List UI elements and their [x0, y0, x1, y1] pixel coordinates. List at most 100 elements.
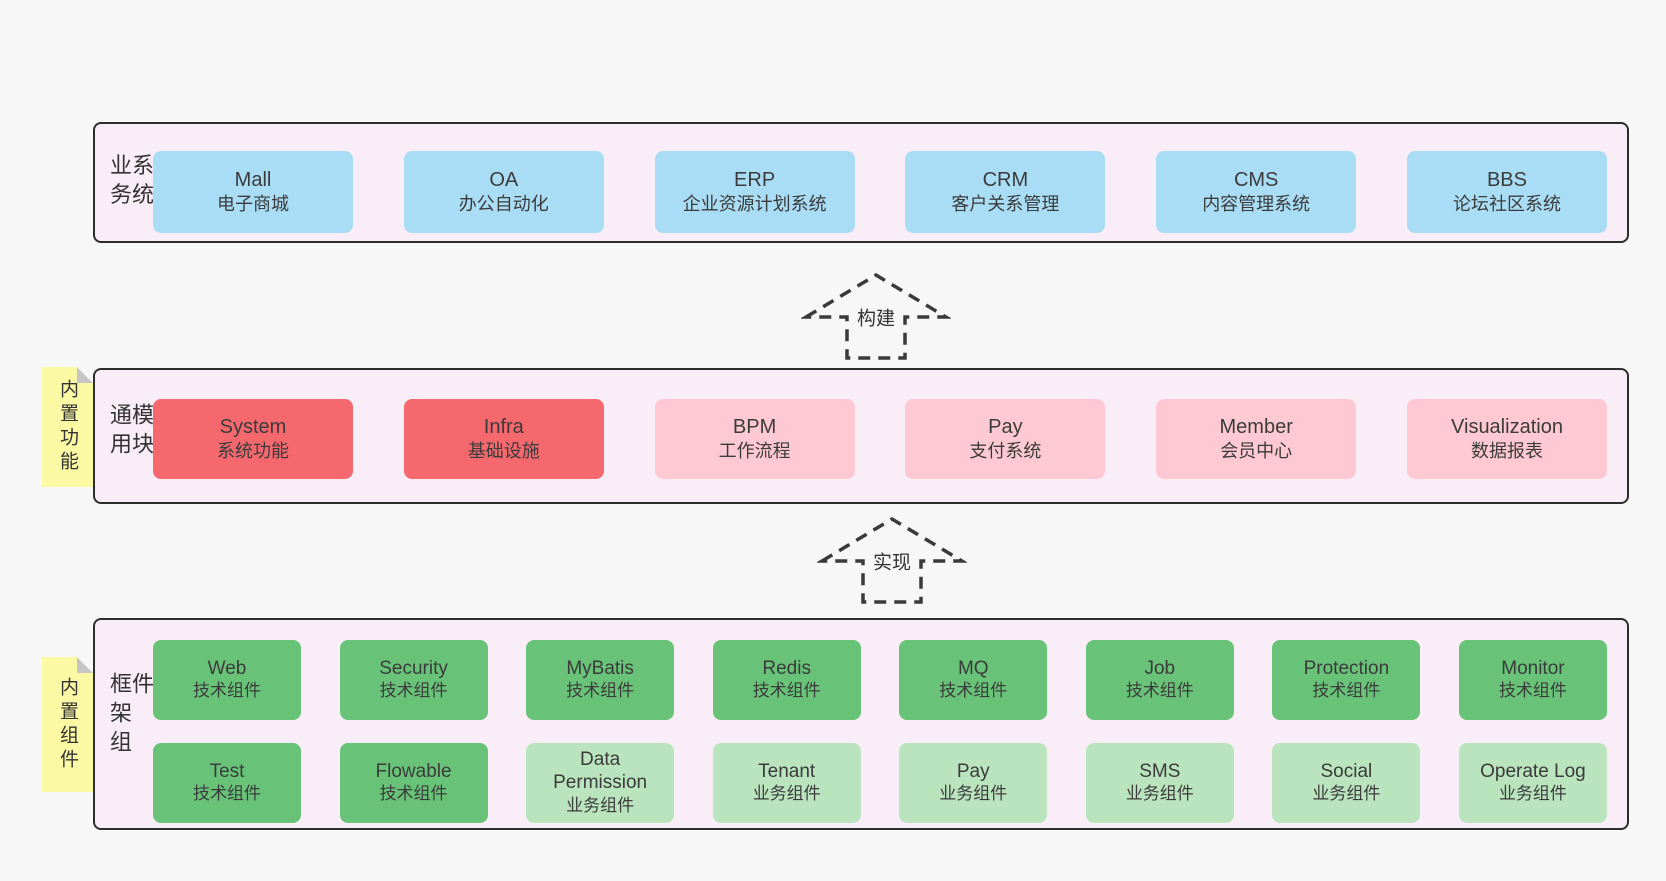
module-box-subtitle: 业务组件	[939, 784, 1008, 804]
module-box-title: Data Permission	[553, 749, 648, 793]
module-box-title: ERP	[734, 169, 776, 192]
module-box-subtitle: 内容管理系统	[1202, 194, 1311, 215]
implement-arrow-label: 实现	[869, 546, 915, 576]
module-box-subtitle: 电子商城	[217, 194, 289, 215]
module-box-subtitle: 业务组件	[1498, 784, 1567, 804]
folded-corner-icon	[77, 657, 93, 673]
module-box-subtitle: 技术组件	[752, 681, 821, 701]
module-box-subtitle: 技术组件	[1498, 681, 1567, 701]
module-box-title: Monitor	[1501, 657, 1565, 679]
module-box-title: SMS	[1139, 760, 1181, 782]
module-box-subtitle: 技术组件	[939, 681, 1008, 701]
module-box-subtitle: 技术组件	[193, 681, 261, 701]
module-box-title: CMS	[1233, 169, 1279, 192]
layer-side-label: 通用模块	[107, 403, 154, 461]
module-box-title: Protection	[1303, 657, 1390, 679]
module-box-title: Pay	[956, 760, 990, 782]
module-box-subtitle: 技术组件	[379, 681, 448, 701]
module-box-subtitle: 技术组件	[1125, 681, 1194, 701]
module-box-title: MQ	[957, 657, 989, 679]
module-box-subtitle: 会员中心	[1220, 441, 1293, 462]
module-box-subtitle: 技术组件	[1312, 681, 1381, 701]
module-box-subtitle: 论坛社区系统	[1452, 194, 1561, 215]
module-box-subtitle: 技术组件	[566, 681, 635, 701]
sticky-tab-label: 内置功能	[57, 379, 78, 475]
module-box-subtitle: 数据报表	[1470, 441, 1543, 462]
module-box-title: Infra	[483, 416, 524, 439]
module-box-subtitle: 业务组件	[1125, 784, 1194, 804]
layer-side-label: 业务系统	[107, 153, 154, 212]
module-box-subtitle: 业务组件	[752, 784, 821, 804]
sticky-note-tab-builtin-components: 内置组件	[42, 657, 93, 792]
dashed-up-arrow-icon	[817, 516, 967, 604]
module-box-title: Social	[1320, 760, 1373, 782]
module-box-title: BBS	[1486, 169, 1527, 192]
folded-corner-icon	[77, 367, 93, 383]
module-box-subtitle: 系统功能	[217, 441, 289, 462]
module-box-subtitle: 业务组件	[566, 795, 635, 815]
module-box-subtitle: 基础设施	[467, 441, 540, 462]
module-box-title: Web	[207, 657, 247, 679]
module-box-title: System	[219, 416, 287, 439]
module-box-title: Test	[209, 760, 245, 782]
module-box-title: Tenant	[758, 760, 816, 782]
sticky-tab-label: 内置组件	[57, 676, 78, 773]
module-box-title: MyBatis	[566, 657, 634, 679]
module-box-subtitle: 工作流程	[718, 441, 791, 462]
module-box-title: Pay	[988, 416, 1023, 439]
module-box-subtitle: 办公自动化	[458, 194, 549, 215]
module-box-title: Visualization	[1451, 416, 1563, 439]
implement-arrow: 实现	[817, 514, 967, 606]
dashed-up-arrow-icon	[801, 272, 951, 360]
module-box-subtitle: 业务组件	[1312, 784, 1381, 804]
module-box-title: CRM	[982, 169, 1029, 192]
module-box-title: OA	[489, 169, 519, 192]
module-box-title: Operate Log	[1480, 760, 1586, 782]
module-box-title: Mall	[234, 169, 272, 192]
layer-side-label: 框架组件	[107, 672, 154, 759]
module-box-title: Security	[379, 657, 448, 679]
module-box-title: Member	[1219, 416, 1293, 439]
build-arrow-label: 构建	[853, 302, 899, 332]
module-box-subtitle: 客户关系管理	[951, 194, 1060, 215]
module-box-title: Job	[1144, 657, 1176, 679]
